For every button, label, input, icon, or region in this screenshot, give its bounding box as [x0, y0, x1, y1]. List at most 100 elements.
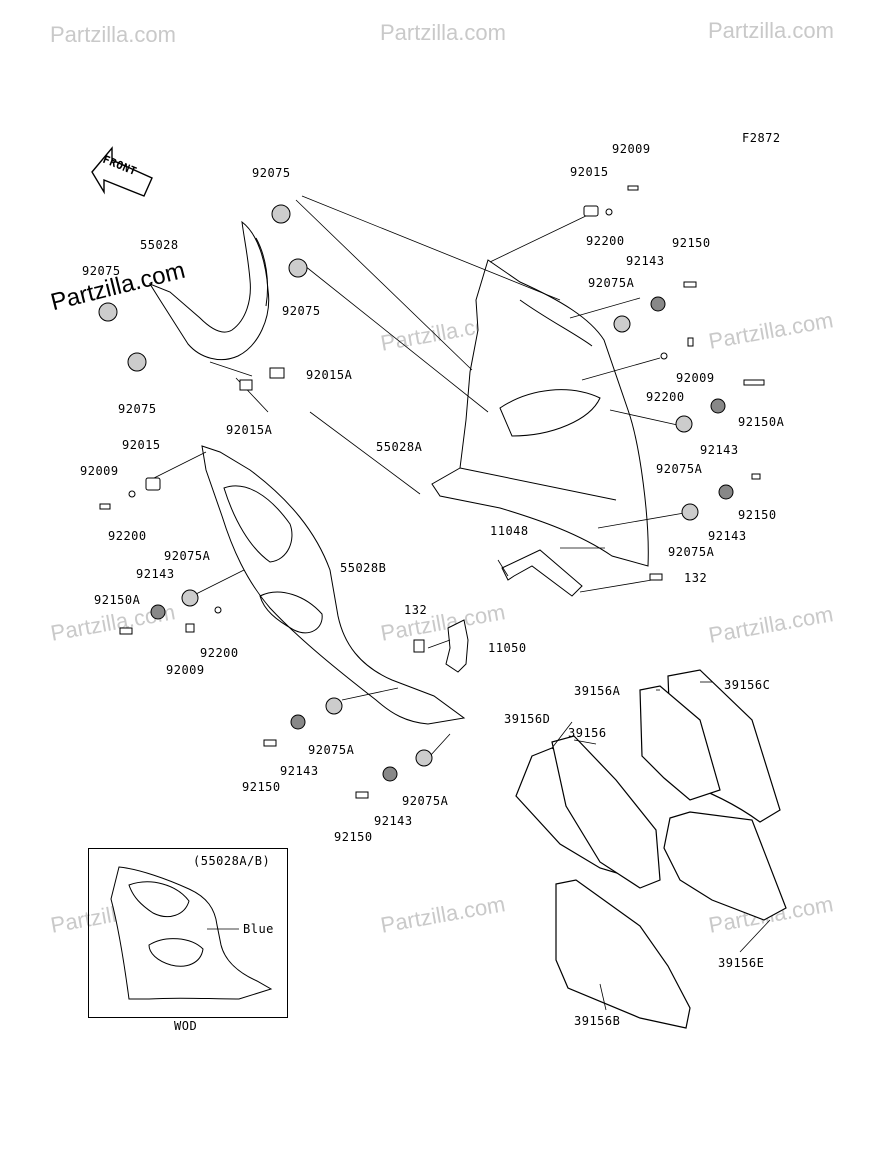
figure-code: F2872 [742, 131, 781, 145]
collar-92015 [145, 477, 161, 491]
part-label: 92009 [80, 464, 119, 478]
clip-92015A [269, 367, 285, 379]
part-label: 92075A [588, 276, 635, 290]
bracket-11048 [501, 549, 583, 597]
inset-color-label: Blue [243, 922, 274, 936]
part-label: 92143 [374, 814, 413, 828]
lower-cowl-55028B [201, 445, 466, 725]
bolt-92009 [627, 185, 639, 191]
part-label: 92150A [738, 415, 785, 429]
part-label: 92150 [738, 508, 777, 522]
washer-92200 [128, 490, 136, 498]
color-inset-box: (55028A/B) Blue [88, 848, 288, 1018]
part-label: 92009 [676, 371, 715, 385]
nut-92143 [150, 604, 166, 620]
washer-92200 [660, 352, 668, 360]
part-label: 92075A [668, 545, 715, 559]
inset-code-label: WOD [174, 1019, 198, 1033]
part-label: 39156D [504, 712, 551, 726]
part-label: 92075A [164, 549, 211, 563]
part-label: 55028A [376, 440, 423, 454]
part-label: 92015 [570, 165, 609, 179]
grommet-92075A [325, 697, 343, 715]
part-label: 92200 [108, 529, 147, 543]
nut-92143 [290, 714, 306, 730]
part-label: 92150 [334, 830, 373, 844]
washer-92200 [214, 606, 222, 614]
pad-39156A [639, 685, 721, 801]
bolt-92150 [683, 281, 697, 288]
bolt-92150 [355, 791, 369, 799]
part-label: 92200 [586, 234, 625, 248]
bolt-92009 [185, 623, 195, 633]
part-label: 11050 [488, 641, 527, 655]
watermark: Partzilla.com [50, 22, 176, 47]
washer-92200 [605, 208, 613, 216]
grommet-92075 [127, 352, 147, 372]
part-label: 92075A [308, 743, 355, 757]
pad-39156 [551, 735, 661, 889]
collar-92015 [583, 205, 599, 217]
bolt-132 [413, 639, 425, 653]
grommet-92075A [681, 503, 699, 521]
part-label: 39156C [724, 678, 771, 692]
part-label: 92015A [226, 423, 273, 437]
part-label: 132 [404, 603, 428, 617]
part-label: 55028 [140, 238, 179, 252]
nut-92143 [650, 296, 666, 312]
watermark: Partzilla.com [708, 18, 834, 43]
grommet-92075A [181, 589, 199, 607]
bolt-92150A [119, 627, 133, 635]
grommet-92075 [98, 302, 118, 322]
nut-92143 [718, 484, 734, 500]
part-label: 92015 [122, 438, 161, 452]
part-label: 92075 [252, 166, 291, 180]
bracket-11050 [445, 619, 469, 673]
part-label: 39156A [574, 684, 621, 698]
part-label: 39156E [718, 956, 765, 970]
bolt-92009 [687, 337, 694, 347]
part-label: 92200 [200, 646, 239, 660]
part-label: 92009 [612, 142, 651, 156]
part-label: 92143 [626, 254, 665, 268]
part-label: 92143 [280, 764, 319, 778]
part-label: 92143 [700, 443, 739, 457]
nut-92143 [710, 398, 726, 414]
pad-39156B [555, 879, 691, 1029]
middle-cowl-55028A [431, 259, 649, 567]
part-label: 92143 [708, 529, 747, 543]
part-label: 39156B [574, 1014, 621, 1028]
part-label: 92150A [94, 593, 141, 607]
part-label: 92009 [166, 663, 205, 677]
part-label: 39156 [568, 726, 607, 740]
part-label: 92075 [282, 304, 321, 318]
pad-39156E [663, 811, 787, 921]
part-label: 11048 [490, 524, 529, 538]
part-label: 92015A [306, 368, 353, 382]
grommet-92075 [271, 204, 291, 224]
inset-cowl-drawing [110, 866, 273, 1000]
grommet-92075 [288, 258, 308, 278]
clip-92015A [239, 379, 253, 391]
part-label: 92075 [118, 402, 157, 416]
grommet-92075A [675, 415, 693, 433]
bolt-92009 [99, 503, 111, 510]
part-label: 132 [684, 571, 708, 585]
upper-cowl-55028 [148, 220, 270, 360]
bolt-92150A [743, 379, 765, 386]
part-label: 92200 [646, 390, 685, 404]
bolt-92150 [263, 739, 277, 747]
part-label: 92075A [656, 462, 703, 476]
inset-ref-label: (55028A/B) [193, 854, 271, 868]
grommet-92075A [415, 749, 433, 767]
part-label: 92075 [82, 264, 121, 278]
bolt-92150 [751, 473, 761, 480]
part-label: 55028B [340, 561, 387, 575]
part-label: 92143 [136, 567, 175, 581]
bolt-132 [649, 573, 663, 581]
part-label: 92150 [672, 236, 711, 250]
part-label: 92075A [402, 794, 449, 808]
nut-92143 [382, 766, 398, 782]
